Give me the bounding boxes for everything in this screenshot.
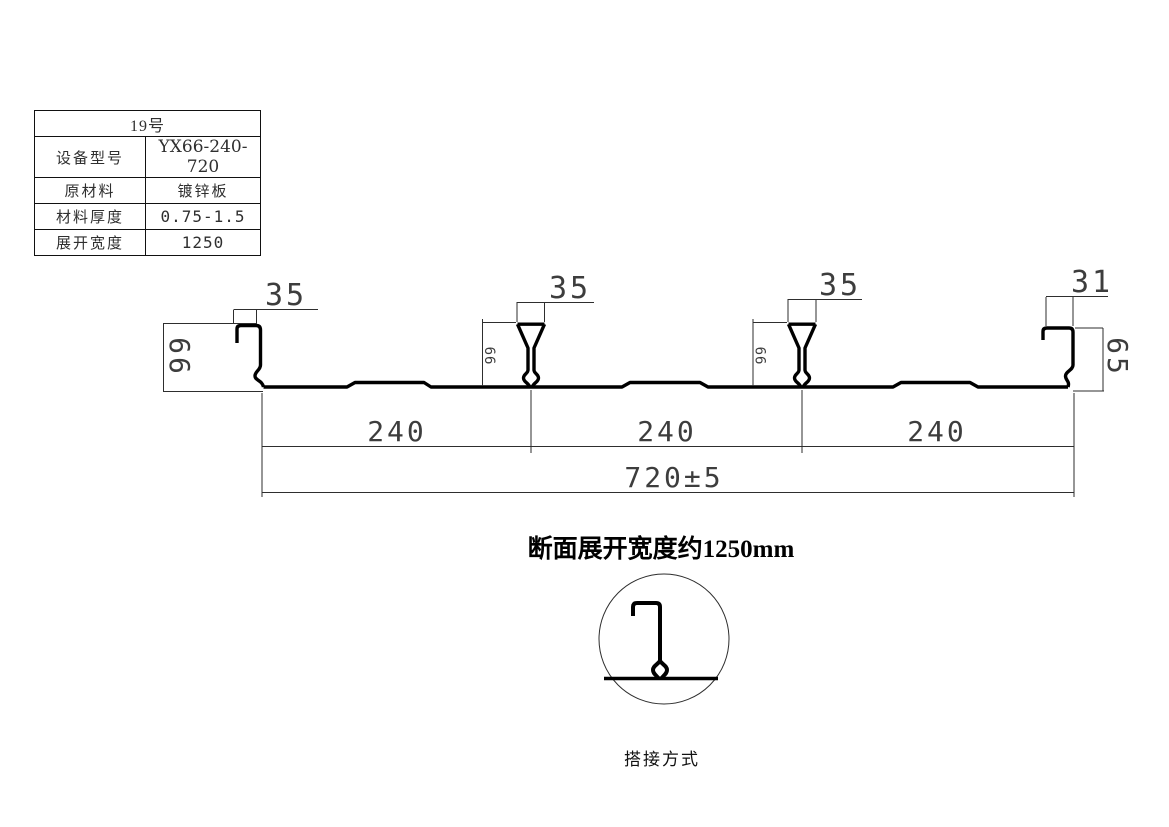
dim-rib2-width: 35 xyxy=(787,268,862,322)
dim-rib1-height: 66 xyxy=(481,319,516,386)
bottom-flange xyxy=(263,380,1068,389)
dim-text-rib1-66: 66 xyxy=(481,347,497,366)
deck-profile-outline xyxy=(235,322,1075,389)
table-row: 原材料 镀锌板 xyxy=(34,177,261,204)
section-caption: 断面展开宽度约1250mm xyxy=(528,534,795,563)
dim-text-pitch3: 240 xyxy=(907,415,967,448)
row-value-thickness: 0.75-1.5 xyxy=(145,203,261,230)
dim-text-left-66: 66 xyxy=(163,337,196,377)
dim-text-rib2-66: 66 xyxy=(752,347,768,366)
dim-right-height: 65 xyxy=(1073,327,1134,392)
lap-joint-detail xyxy=(598,573,730,705)
dim-right-lap-width: 31 xyxy=(1045,265,1113,326)
dim-left-rib-width: 35 xyxy=(233,278,318,323)
table-row: 设备型号 YX66-240-720 xyxy=(34,136,261,178)
detail-male-seam xyxy=(651,659,669,681)
dim-text-pitch2: 240 xyxy=(637,415,697,448)
dim-pitches: 240 240 240 720±5 xyxy=(261,390,1075,497)
dim-text-rib2-35: 35 xyxy=(819,268,861,303)
dim-text-pitch1: 240 xyxy=(367,415,427,448)
detail-female-hook xyxy=(631,601,662,661)
row-label-coil-width: 展开宽度 xyxy=(34,229,146,256)
dim-rib1-width: 35 xyxy=(516,271,594,322)
row-label-model: 设备型号 xyxy=(34,136,146,178)
dim-text-right-31: 31 xyxy=(1071,265,1113,300)
row-value-coil-width: 1250 xyxy=(145,229,261,256)
dim-text-left-35: 35 xyxy=(265,278,307,313)
row-label-material: 原材料 xyxy=(34,177,146,204)
dim-text-cover-width: 720±5 xyxy=(624,461,723,494)
dim-rib2-height: 66 xyxy=(752,319,787,386)
closed-rib-2 xyxy=(786,322,818,388)
detail-circle xyxy=(598,573,730,705)
right-edge-rib xyxy=(1041,326,1075,388)
table-row: 19号 xyxy=(34,110,261,137)
left-edge-rib xyxy=(235,323,266,388)
dim-text-right-65: 65 xyxy=(1101,337,1134,377)
table-row: 展开宽度 1250 xyxy=(34,229,261,256)
spec-table: 19号 设备型号 YX66-240-720 原材料 镀锌板 材料厚度 0.75-… xyxy=(34,110,261,256)
dim-text-rib1-35: 35 xyxy=(549,271,591,306)
dim-left-height: 66 xyxy=(163,323,263,392)
table-row: 材料厚度 0.75-1.5 xyxy=(34,203,261,230)
lap-joint-label: 搭接方式 xyxy=(624,750,700,769)
closed-rib-1 xyxy=(515,322,547,388)
machine-number: 19号 xyxy=(34,110,261,137)
